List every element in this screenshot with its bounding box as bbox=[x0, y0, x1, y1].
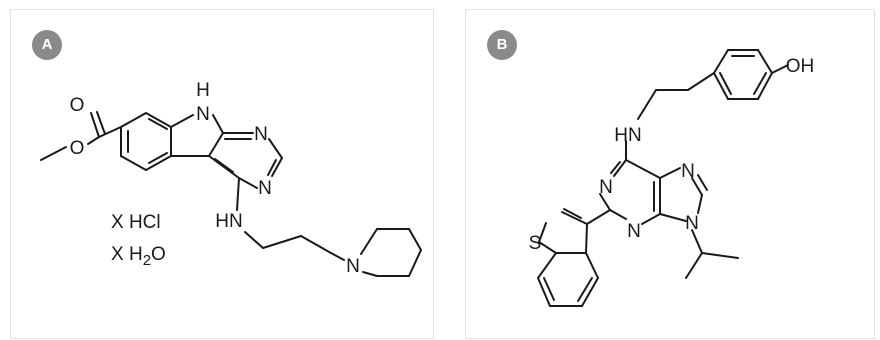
bond bbox=[87, 136, 100, 145]
bond bbox=[585, 223, 588, 254]
atom-n-bottom-left: N bbox=[627, 221, 641, 242]
atom-n-ring-top: N bbox=[254, 124, 268, 145]
bond bbox=[613, 159, 627, 177]
bond bbox=[609, 209, 627, 220]
bond bbox=[691, 177, 703, 196]
bond bbox=[691, 229, 703, 254]
salt-h2o-subscript: 2 bbox=[142, 251, 152, 269]
atom-h: H bbox=[196, 80, 210, 101]
bond bbox=[244, 231, 264, 249]
bond bbox=[659, 213, 687, 222]
bond bbox=[145, 155, 172, 171]
bond bbox=[641, 213, 661, 225]
atom-n-piperidine: N bbox=[346, 256, 360, 277]
bond bbox=[267, 159, 277, 176]
bond bbox=[625, 159, 661, 179]
bond bbox=[701, 252, 739, 259]
bond bbox=[637, 89, 657, 120]
bond bbox=[238, 177, 258, 189]
bond bbox=[771, 64, 789, 74]
bond bbox=[563, 208, 582, 219]
atom-hn: HN bbox=[614, 125, 641, 146]
bond bbox=[757, 72, 773, 100]
bond bbox=[362, 271, 378, 277]
atom-o-ester: O bbox=[70, 138, 85, 159]
panel-a-badge: A bbox=[32, 30, 62, 60]
atom-n-bottom-right: N bbox=[685, 213, 699, 234]
atom-oh: OH bbox=[786, 56, 815, 77]
bond bbox=[659, 167, 681, 179]
structure-a-drawing: O O H N N N HN N bbox=[40, 80, 422, 277]
bond bbox=[697, 194, 703, 214]
atom-n-top-right: N bbox=[681, 161, 695, 182]
bond bbox=[408, 228, 422, 251]
bond bbox=[577, 277, 593, 302]
bond bbox=[262, 235, 302, 249]
salt-hcl: X HCl bbox=[111, 212, 161, 233]
bond bbox=[753, 72, 767, 95]
bond bbox=[713, 72, 729, 100]
bond bbox=[208, 155, 240, 179]
bond bbox=[713, 49, 729, 74]
structure-b-drawing: OH HN N N N N S bbox=[529, 49, 815, 307]
bond bbox=[581, 277, 599, 307]
bond bbox=[212, 114, 224, 134]
bond bbox=[537, 277, 551, 307]
structure-panel-a: A bbox=[10, 9, 434, 339]
panel-b-badge: B bbox=[487, 30, 517, 60]
bond bbox=[214, 158, 234, 173]
salt-h2o-prefix: X H bbox=[111, 244, 143, 265]
bond bbox=[561, 211, 588, 225]
atom-s: S bbox=[529, 233, 542, 254]
bond bbox=[360, 228, 378, 255]
bond bbox=[599, 193, 611, 211]
bond bbox=[236, 177, 240, 211]
atom-hn-amine: HN bbox=[215, 211, 242, 232]
bond bbox=[90, 112, 100, 138]
bond bbox=[120, 155, 147, 171]
bond bbox=[610, 161, 621, 174]
bond bbox=[145, 112, 172, 128]
bond bbox=[120, 112, 147, 128]
bond bbox=[537, 252, 557, 279]
bond bbox=[96, 111, 106, 135]
atom-n-indole: N bbox=[196, 104, 210, 125]
bond bbox=[585, 252, 599, 279]
bond bbox=[719, 72, 732, 95]
salt-h2o-suffix: O bbox=[151, 244, 166, 265]
bond bbox=[208, 132, 224, 157]
bond bbox=[40, 146, 67, 161]
bond bbox=[538, 222, 547, 243]
bond bbox=[543, 277, 555, 301]
atom-o-carbonyl: O bbox=[70, 95, 85, 116]
bond bbox=[538, 241, 557, 254]
bond bbox=[300, 235, 332, 254]
bond bbox=[148, 152, 168, 164]
bond bbox=[757, 49, 773, 74]
atom-n-top-left: N bbox=[599, 177, 613, 198]
bond bbox=[408, 249, 422, 277]
salt-h2o: X H2O bbox=[111, 244, 166, 269]
bond bbox=[148, 118, 168, 130]
atom-n-ring-bottom: N bbox=[258, 178, 272, 199]
bond bbox=[330, 252, 345, 261]
bond bbox=[98, 126, 122, 138]
bond bbox=[271, 157, 283, 177]
bond bbox=[687, 72, 715, 91]
bond bbox=[170, 114, 194, 128]
bond bbox=[685, 252, 703, 279]
bond bbox=[586, 209, 611, 225]
bond bbox=[697, 174, 708, 191]
bond bbox=[268, 138, 283, 159]
structure-panel-b: B bbox=[465, 9, 875, 339]
